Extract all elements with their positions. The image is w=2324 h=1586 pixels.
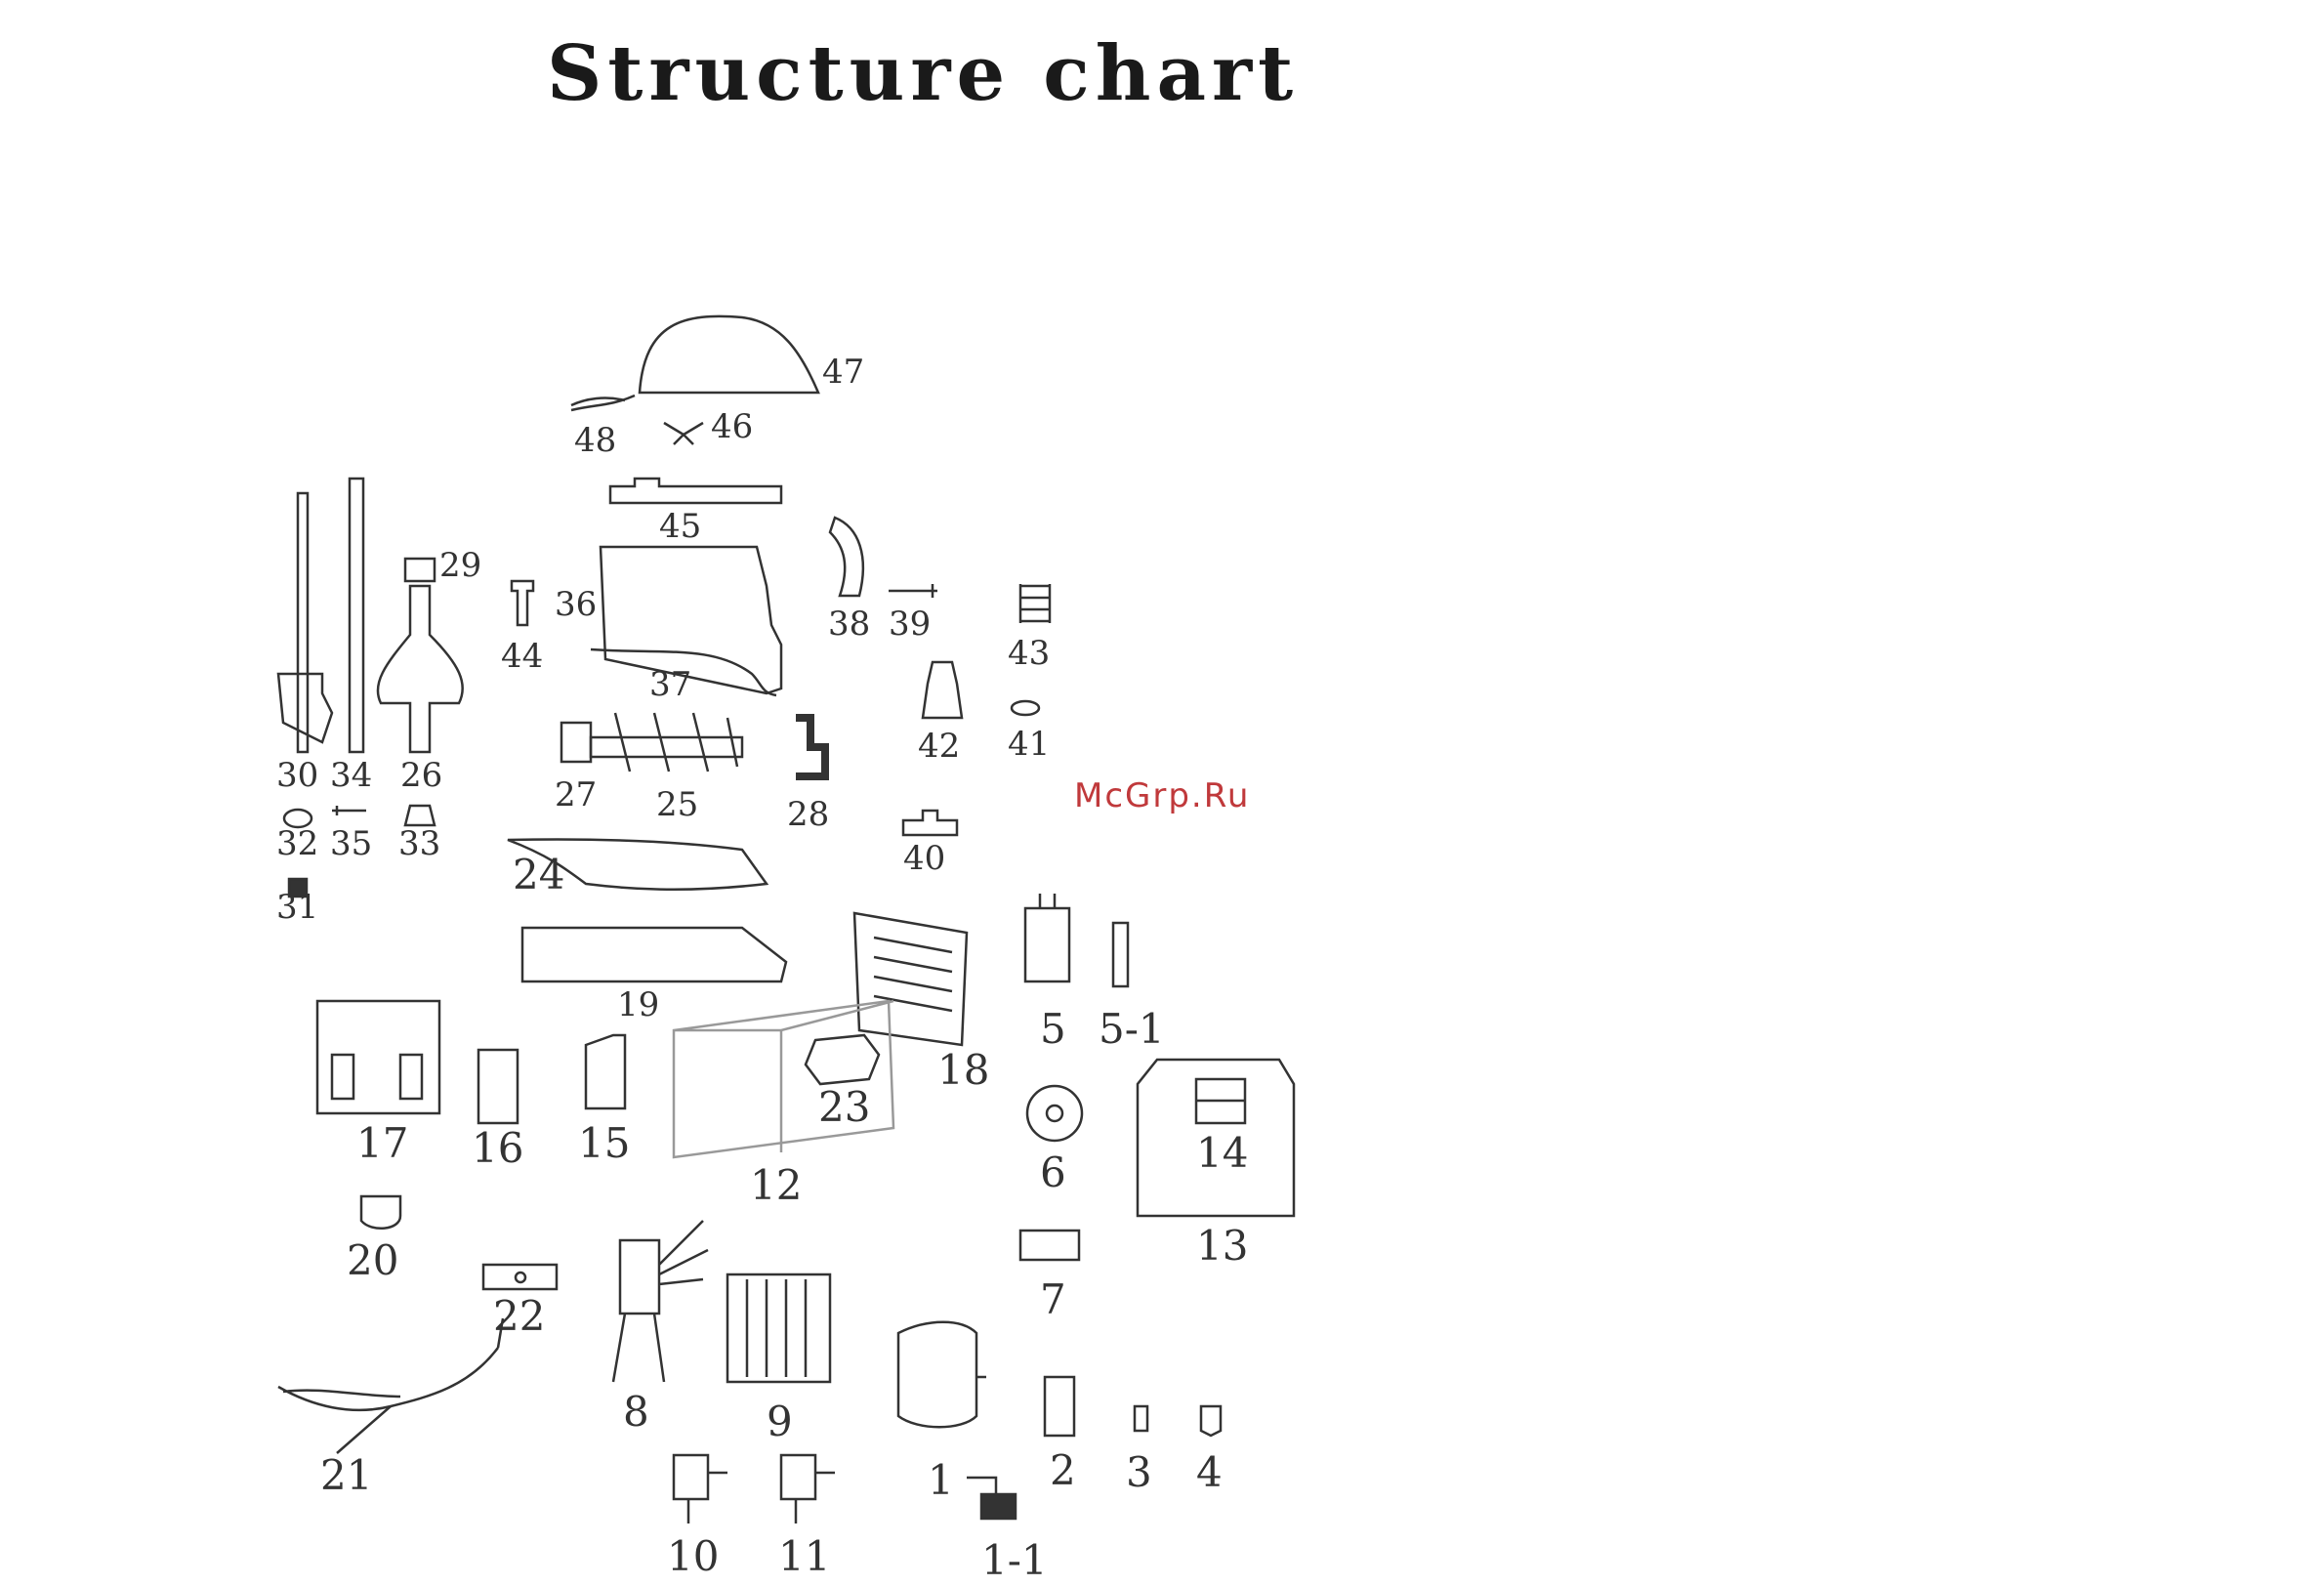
part-15-block-shape (586, 1035, 625, 1108)
label-18: 18 (937, 1046, 989, 1094)
label-13: 13 (1196, 1222, 1248, 1270)
part-26-paddle-shape (378, 586, 463, 752)
label-16: 16 (472, 1124, 523, 1172)
part-30-rod-shape (278, 493, 332, 752)
label-35: 35 (330, 824, 372, 863)
label-45: 45 (659, 507, 701, 546)
label-32: 32 (276, 824, 318, 863)
part-48-wire-shape (571, 396, 635, 410)
part-1-1-capacitor-shape (981, 1494, 1016, 1519)
label-21: 21 (320, 1451, 372, 1499)
part-5-1-screw-shape (1113, 923, 1128, 986)
part-2-filter-drier-shape (1045, 1377, 1074, 1436)
label-8: 8 (623, 1388, 649, 1436)
label-38: 38 (828, 605, 870, 644)
label-40: 40 (903, 839, 945, 878)
part-8-fan-motor-shape (613, 1221, 708, 1382)
part-1-1-leader-line-shape (967, 1478, 996, 1494)
label-30: 30 (276, 756, 318, 795)
part-33-cap-shape (405, 806, 435, 825)
label-37: 37 (649, 665, 691, 704)
label-5-1: 5-1 (1099, 1005, 1165, 1053)
part-27-gear-shape (561, 723, 591, 762)
label-2: 2 (1050, 1446, 1076, 1494)
part-20-cap-shape (361, 1196, 400, 1229)
label-17: 17 (356, 1119, 408, 1167)
part-22-plate-shape (483, 1265, 557, 1289)
label-39: 39 (889, 605, 931, 644)
part-40-cap-shape (903, 811, 957, 835)
part-44-screw-shape (512, 581, 533, 625)
label-11: 11 (778, 1532, 830, 1580)
label-1-1: 1-1 (981, 1536, 1048, 1584)
part-16-switch-shape (478, 1050, 518, 1123)
part-1-compressor-shape (898, 1322, 986, 1428)
part-9-condenser-shape (727, 1274, 830, 1382)
label-3: 3 (1126, 1448, 1152, 1496)
part-41-ring-shape (1012, 701, 1039, 715)
part-28-bracket-shape (796, 718, 825, 776)
part-39-pin-shape (889, 584, 937, 598)
part-11-solenoid-shape (781, 1455, 835, 1523)
label-22: 22 (493, 1292, 545, 1340)
label-28: 28 (787, 795, 829, 834)
part-42-block-shape (923, 662, 962, 718)
part-6-washer-hole-shape (1047, 1106, 1062, 1121)
part-34-threaded-rod-shape (350, 479, 363, 752)
part-22-plate-hole-shape (516, 1273, 525, 1282)
label-15: 15 (578, 1119, 630, 1167)
label-9: 9 (767, 1398, 793, 1445)
label-33: 33 (398, 824, 440, 863)
part-35-pin-shape (332, 806, 366, 815)
label-24: 24 (513, 851, 564, 898)
part-38-lever-shape (830, 518, 863, 596)
label-42: 42 (918, 727, 960, 766)
label-47: 47 (822, 353, 864, 392)
part-18-evaporator-shape (854, 913, 967, 1045)
label-1: 1 (928, 1456, 954, 1504)
part-4-valve-shape (1201, 1406, 1221, 1436)
label-4: 4 (1196, 1448, 1223, 1496)
label-31: 31 (276, 888, 318, 927)
part-45-bar-shape (610, 479, 781, 503)
part-43-spring-shape (1020, 584, 1050, 623)
part-14-control-box-shape (1196, 1079, 1245, 1123)
label-7: 7 (1040, 1275, 1066, 1323)
label-10: 10 (667, 1532, 719, 1580)
label-25: 25 (656, 785, 698, 824)
part-21-power-cable-shape (278, 1318, 503, 1410)
label-34: 34 (330, 756, 372, 795)
part-6-washer-shape (1027, 1086, 1082, 1141)
part-47-lid-shape (640, 316, 818, 393)
label-43: 43 (1008, 634, 1050, 673)
part-7-bracket-shape (1020, 1231, 1079, 1260)
part-21-leader-line-shape (337, 1406, 391, 1453)
label-26: 26 (400, 756, 442, 795)
part-46-clip-shape (664, 423, 703, 444)
part-5-relay-shape (1025, 894, 1069, 981)
part-29-knob-shape (405, 559, 435, 581)
label-46: 46 (711, 407, 753, 446)
label-14: 14 (1196, 1129, 1248, 1177)
label-5: 5 (1040, 1005, 1066, 1053)
part-3-fuse-shape (1135, 1406, 1147, 1431)
label-44: 44 (501, 637, 543, 676)
label-12: 12 (750, 1161, 802, 1209)
label-23: 23 (818, 1083, 870, 1131)
label-29: 29 (439, 546, 481, 585)
label-36: 36 (555, 585, 597, 624)
part-19-tray-shape (522, 928, 786, 981)
label-27: 27 (555, 775, 597, 814)
part-17-panel-shape (317, 1001, 439, 1113)
label-19: 19 (617, 985, 659, 1024)
label-48: 48 (574, 421, 616, 460)
part-25-auger-shape (591, 713, 742, 772)
label-41: 41 (1008, 725, 1050, 764)
part-10-solenoid-shape (674, 1455, 727, 1523)
label-6: 6 (1040, 1148, 1066, 1196)
part-23-tank-shape (806, 1035, 879, 1084)
label-20: 20 (347, 1236, 398, 1284)
